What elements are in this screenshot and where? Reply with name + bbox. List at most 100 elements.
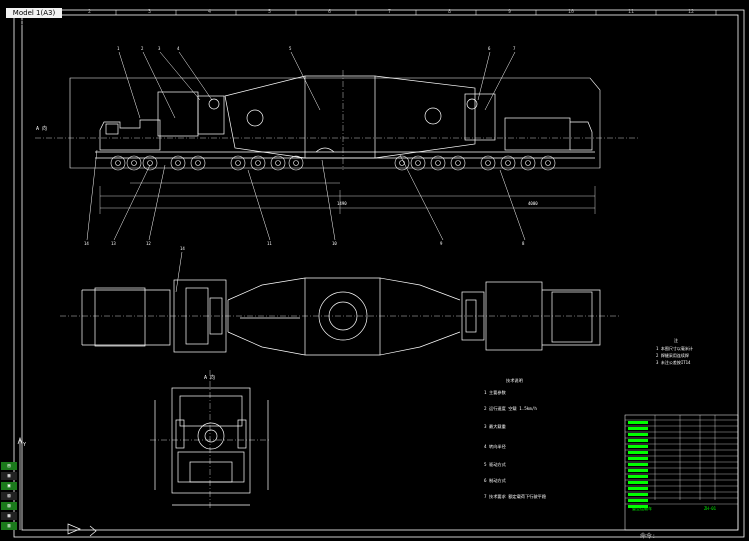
dimension-total-label: 1490 bbox=[337, 201, 347, 206]
title-block-name: 重型运输车 bbox=[632, 505, 652, 511]
wheel-hub bbox=[399, 160, 405, 166]
zone-tick: 10 bbox=[568, 9, 574, 15]
right-note-line: 3 未注公差按IT14 bbox=[656, 359, 691, 365]
command-line[interactable]: 命令: bbox=[640, 533, 656, 540]
note-line: 6 制动方式 bbox=[484, 477, 507, 484]
parts-row-marker bbox=[628, 451, 648, 454]
wheel-hub bbox=[545, 160, 551, 166]
callout-bottom: 12 bbox=[146, 241, 151, 246]
view-label-a: A 向 bbox=[36, 125, 47, 132]
callout-top: 1 bbox=[117, 46, 120, 51]
side-tool-button[interactable]: ▨ bbox=[1, 502, 17, 510]
wheel-hub bbox=[435, 160, 441, 166]
callout-top: 7 bbox=[513, 46, 516, 51]
zone-tick-row: 123456789101112 bbox=[28, 9, 717, 15]
wheel bbox=[288, 155, 304, 171]
parts-row-marker bbox=[628, 457, 648, 460]
elevation-dimensions bbox=[99, 182, 596, 214]
right-note-title: 注 bbox=[674, 337, 678, 343]
note-line: 5 驱动方式 bbox=[484, 461, 507, 468]
note-line: 2 运行速度 空载 1.5km/h bbox=[484, 405, 537, 412]
callout-top: 2 bbox=[141, 46, 144, 51]
wheel-hub bbox=[147, 160, 153, 166]
callout-top: 4 bbox=[177, 46, 180, 51]
technical-notes: 技术说明 1 主要参数 2 运行速度 空载 1.5km/h 3 最大载重 4 转… bbox=[484, 377, 547, 500]
wheel bbox=[230, 155, 246, 171]
side-tool-button[interactable]: ▣ bbox=[1, 482, 17, 490]
parts-row-marker bbox=[628, 433, 648, 436]
side-tool-button[interactable]: ▧ bbox=[1, 492, 17, 500]
wheel-hub bbox=[131, 160, 137, 166]
leader-lines bbox=[86, 51, 526, 293]
callout-bottom: 9 bbox=[440, 241, 443, 246]
wheel-hub bbox=[195, 160, 201, 166]
zone-tick: 7 bbox=[388, 9, 391, 15]
drawing-tab[interactable]: Model 1(A3) [Drawing] bbox=[6, 8, 62, 27]
zone-tick: 4 bbox=[208, 9, 211, 15]
parts-row-marker bbox=[628, 445, 648, 448]
dimension-right-label: 4000 bbox=[528, 201, 538, 206]
wheel bbox=[520, 155, 536, 171]
wheel-hub bbox=[175, 160, 181, 166]
callout-plan: 14 bbox=[180, 246, 185, 251]
side-toolbar: ▤ ▦ ▣ ▧ ▨ ▩ ▥ bbox=[1, 462, 17, 532]
wheel bbox=[142, 155, 158, 171]
wheel bbox=[190, 155, 206, 171]
wheel bbox=[500, 155, 516, 171]
side-tool-button[interactable]: ▥ bbox=[1, 522, 17, 530]
plan-view[interactable] bbox=[81, 277, 601, 356]
parts-row-marker bbox=[628, 481, 648, 484]
callout-bottom: 10 bbox=[332, 241, 337, 246]
wheel-hub bbox=[275, 160, 281, 166]
callout-bottom: 8 bbox=[522, 241, 525, 246]
parts-row-marker bbox=[628, 487, 648, 490]
zone-tick: 9 bbox=[508, 9, 511, 15]
wheel-hub bbox=[293, 160, 299, 166]
side-tool-button[interactable]: ▦ bbox=[1, 472, 17, 480]
right-note-line: 1 本图尺寸以毫米计 bbox=[656, 345, 693, 351]
callout-bottom: 11 bbox=[267, 241, 272, 246]
parts-row-marker bbox=[628, 427, 648, 430]
right-note-line: 2 焊缝采用连续焊 bbox=[656, 352, 689, 358]
zone-tick: 3 bbox=[148, 9, 151, 15]
wheel-set-elevation bbox=[110, 155, 556, 171]
wheel bbox=[126, 155, 142, 171]
side-tool-button[interactable]: ▩ bbox=[1, 512, 17, 520]
wheel bbox=[430, 155, 446, 171]
parts-list-rows bbox=[625, 415, 738, 508]
callout-top: 3 bbox=[158, 46, 161, 51]
side-tool-button[interactable]: ▤ bbox=[1, 462, 17, 470]
wheel-hub bbox=[415, 160, 421, 166]
parts-list bbox=[624, 414, 739, 531]
wheel bbox=[110, 155, 126, 171]
zone-tick: 11 bbox=[628, 9, 634, 15]
parts-row-marker bbox=[628, 493, 648, 496]
zone-tick: 5 bbox=[268, 9, 271, 15]
wheel-hub bbox=[525, 160, 531, 166]
section-a-view[interactable] bbox=[154, 387, 269, 506]
parts-row-marker bbox=[628, 469, 648, 472]
ucs-icon bbox=[17, 436, 97, 537]
wheel-hub bbox=[115, 160, 121, 166]
callout-top: 6 bbox=[488, 46, 491, 51]
parts-row-marker bbox=[628, 505, 648, 508]
callout-bottom: 14 bbox=[84, 241, 89, 246]
wheel bbox=[270, 155, 286, 171]
view-label-a-section: A 向 bbox=[204, 374, 215, 381]
wheel bbox=[250, 155, 266, 171]
wheel bbox=[170, 155, 186, 171]
wheel-hub bbox=[235, 160, 241, 166]
note-line: 3 最大载重 bbox=[484, 423, 506, 430]
wheel-hub bbox=[255, 160, 261, 166]
wheel bbox=[450, 155, 466, 171]
wheel-hub bbox=[455, 160, 461, 166]
ucs-y-label: Y bbox=[23, 442, 26, 448]
parts-row-marker bbox=[628, 439, 648, 442]
elevation-view[interactable] bbox=[69, 75, 601, 169]
wheel bbox=[410, 155, 426, 171]
callout-bottom: 13 bbox=[111, 241, 116, 246]
wheel bbox=[480, 155, 496, 171]
note-line: 4 转向半径 bbox=[484, 443, 506, 450]
